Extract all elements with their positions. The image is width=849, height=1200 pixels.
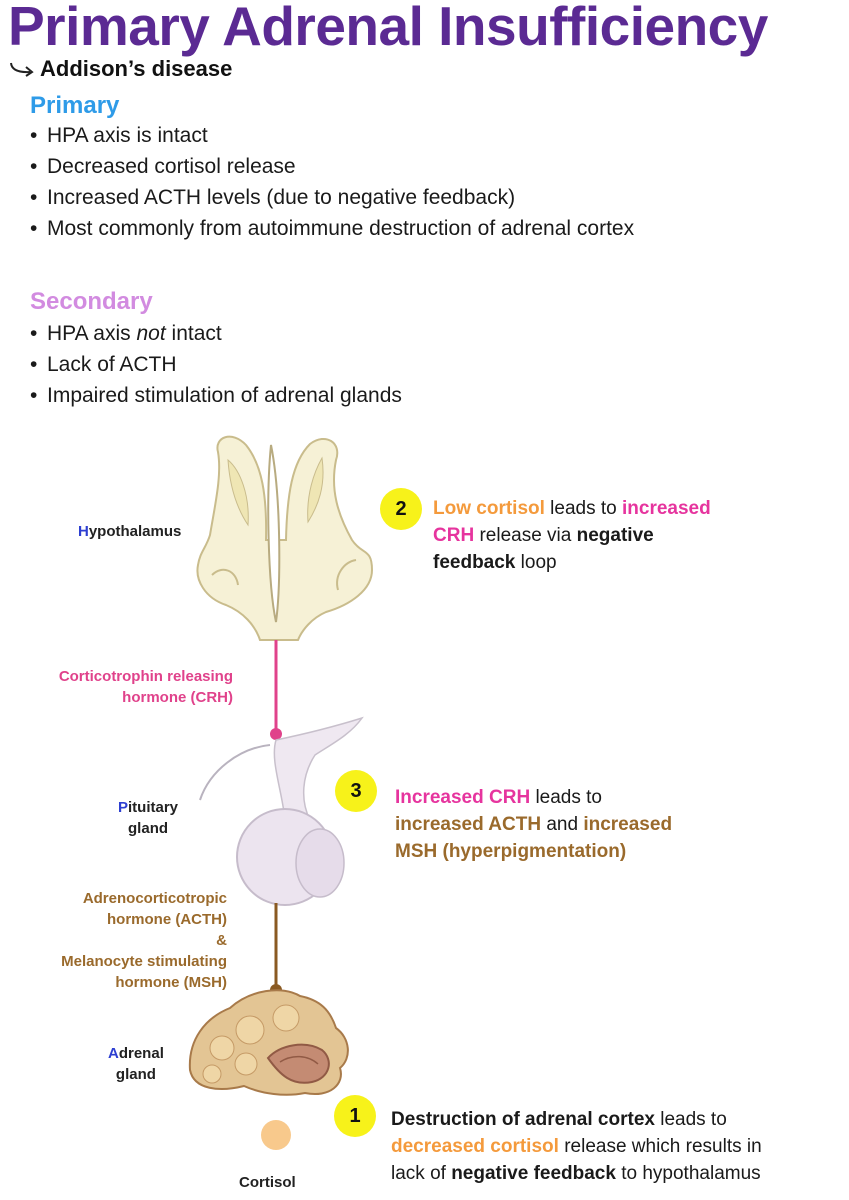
list-item: Increased ACTH levels (due to negative f… <box>30 182 710 213</box>
label-initial: H <box>78 523 89 540</box>
cortisol-molecule <box>261 1120 291 1150</box>
label-line: & <box>216 932 227 949</box>
primary-heading: Primary <box>30 92 120 119</box>
list-item: Most commonly from autoimmune destructio… <box>30 213 687 244</box>
label-text: gland <box>115 1066 156 1083</box>
step-text-run: negative feedback <box>451 1163 616 1184</box>
page-title: Primary Adrenal Insufficiency <box>8 0 768 57</box>
adrenal-gland-illustration <box>188 989 349 1096</box>
step-text-run: release which results in <box>558 1136 762 1157</box>
step-text-run: MSH (hyperpigmentation) <box>395 841 627 862</box>
step-text-run: lack of <box>391 1163 452 1184</box>
acth-msh-label: Adrenocorticotropic hormone (ACTH) & Mel… <box>0 888 227 993</box>
crh-label: Corticotrophin releasing hormone (CRH) <box>0 666 233 708</box>
step-2-text: Low cortisol leads to increased CRH rele… <box>433 495 843 576</box>
step-text-run: decreased cortisol <box>391 1136 559 1157</box>
step-text-run: increased ACTH <box>395 814 542 835</box>
list-item: Impaired stimulation of adrenal glands <box>30 380 710 411</box>
list-item: HPA axis is intact <box>30 120 710 151</box>
step-text-run: CRH <box>433 525 475 546</box>
secondary-bullet-list: HPA axis not intact Lack of ACTH Impaire… <box>30 318 710 411</box>
label-text: ituitary <box>128 799 179 816</box>
step-text-run: leads to <box>530 787 602 808</box>
adrenal-label: Adrenal gland <box>108 1043 164 1085</box>
step-text-run: leads to <box>544 498 623 519</box>
step-text-run: Low cortisol <box>433 498 545 519</box>
bullet-emphasis: not <box>136 322 166 345</box>
step-3-text: Increased CRH leads to increased ACTH an… <box>395 784 835 865</box>
label-line: Corticotrophin releasing <box>58 668 233 685</box>
list-item: HPA axis not intact <box>30 318 710 349</box>
hypothalamus-illustration <box>196 435 374 641</box>
label-text: drenal <box>118 1045 164 1062</box>
step-text-run: release via <box>474 525 577 546</box>
primary-bullet-list: HPA axis is intact Decreased cortisol re… <box>30 120 710 244</box>
step-text-run: loop <box>515 552 557 573</box>
step-text-run: increased <box>583 814 673 835</box>
subtitle-text: Addison’s disease <box>40 56 233 81</box>
bullet-text: intact <box>165 322 222 345</box>
step-text-run: feedback <box>433 552 516 573</box>
step-text-run: and <box>541 814 584 835</box>
step-1-text: Destruction of adrenal cortex leads to d… <box>391 1106 847 1187</box>
label-line: Adrenocorticotropic <box>82 890 227 907</box>
step-text-run: Destruction of adrenal cortex <box>391 1109 655 1130</box>
bullet-text: HPA axis <box>47 322 137 345</box>
secondary-heading: Secondary <box>30 288 153 315</box>
pituitary-illustration <box>199 716 364 906</box>
list-item: Lack of ACTH <box>30 349 710 380</box>
step-text-run: Increased CRH <box>395 787 531 808</box>
label-text: ypothalamus <box>88 523 182 540</box>
step-1-badge: 1 <box>334 1095 376 1137</box>
label-line: hormone (MSH) <box>115 974 227 991</box>
step-text-run: leads to <box>654 1109 727 1130</box>
step-2-badge: 2 <box>380 488 422 530</box>
label-text: gland <box>128 820 169 837</box>
list-item: Decreased cortisol release <box>30 151 710 182</box>
step-3-badge: 3 <box>335 770 377 812</box>
label-initial: P <box>118 799 129 816</box>
label-line: Melanocyte stimulating <box>61 953 227 970</box>
curved-arrow-icon <box>10 62 34 77</box>
crh-connector-dot <box>270 728 282 740</box>
label-line: hormone (CRH) <box>122 689 233 706</box>
step-text-run: negative <box>576 525 654 546</box>
step-text-run: to hypothalamus <box>615 1163 761 1184</box>
label-line: hormone (ACTH) <box>107 911 227 928</box>
pituitary-label: Pituitary gland <box>118 797 178 839</box>
cortisol-label: Cortisol <box>239 1174 296 1191</box>
label-initial: A <box>108 1045 119 1062</box>
subtitle: Addison’s disease <box>8 56 232 82</box>
hypothalamus-label: Hypothalamus <box>78 521 181 542</box>
step-text-run: increased <box>622 498 711 519</box>
